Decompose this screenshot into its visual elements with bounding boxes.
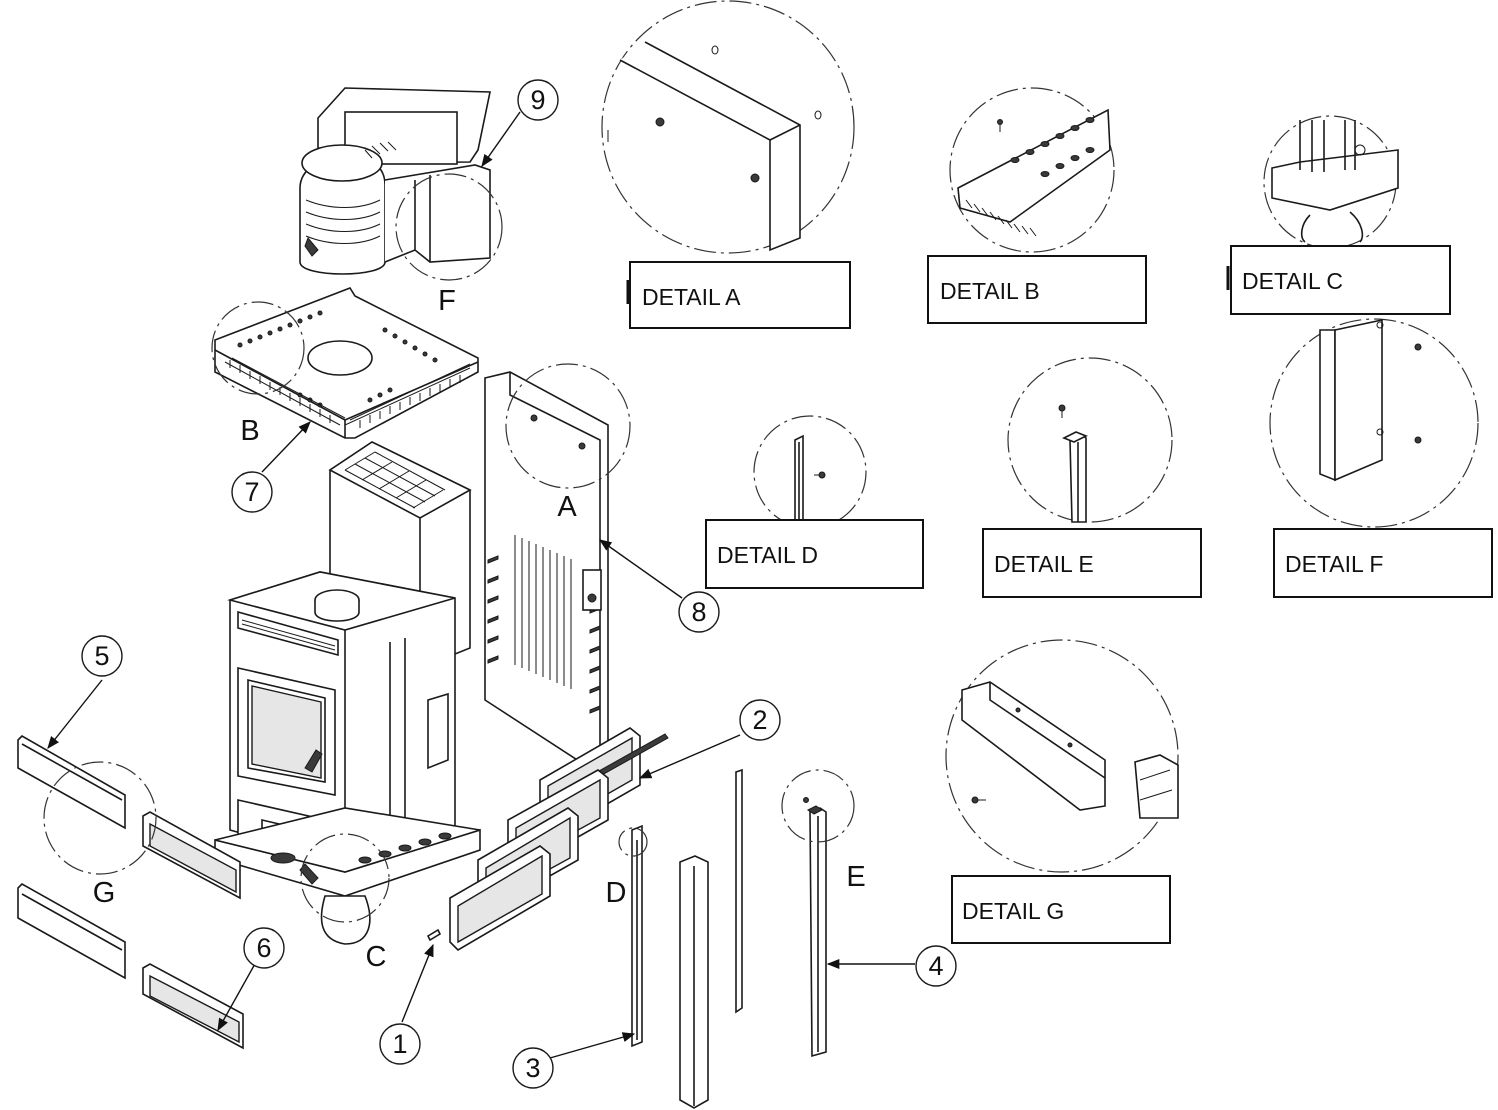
detail-a-label: DETAIL A <box>642 284 741 310</box>
detail-letter-b: B <box>240 415 259 447</box>
detail-letter-e: E <box>846 861 865 893</box>
detail-b-label: DETAIL B <box>940 278 1040 304</box>
callout-5: 5 <box>81 635 123 677</box>
detail-d-view <box>753 415 867 531</box>
callout-6: 6 <box>243 927 285 969</box>
detail-letter-c: C <box>366 941 387 973</box>
detail-a-box: DETAIL A <box>626 261 851 329</box>
detail-e-box: DETAIL E <box>982 528 1202 598</box>
detail-letter-f: F <box>438 285 456 317</box>
callout-leader-lines <box>47 111 915 1059</box>
detail-f-marker-circle <box>395 173 503 281</box>
vertical-posts <box>426 768 827 1109</box>
stove-body <box>214 441 481 945</box>
detail-c-box: DETAIL C <box>1226 245 1451 315</box>
callout-1: 1 <box>379 1023 421 1065</box>
detail-d-label: DETAIL D <box>717 542 818 568</box>
detail-letter-d: D <box>606 877 627 909</box>
detail-g-marker-circle <box>43 761 157 875</box>
perforated-top-plate <box>214 287 479 439</box>
detail-f-box: DETAIL F <box>1273 528 1493 598</box>
callout-3-label: 3 <box>525 1053 540 1083</box>
detail-letter-a: A <box>557 491 577 523</box>
detail-g-view <box>945 639 1179 873</box>
detail-b-view <box>949 87 1115 253</box>
right-trim-panels <box>449 727 669 952</box>
top-cover-assembly <box>299 87 491 275</box>
detail-a-view <box>601 0 855 254</box>
side-louvered-panel <box>484 371 609 766</box>
callout-7-label: 7 <box>244 477 259 507</box>
detail-b-marker-circle <box>211 301 305 395</box>
detail-letter-g: G <box>93 877 116 909</box>
front-trim-rails <box>17 735 244 1050</box>
callout-3: 3 <box>512 1047 554 1089</box>
callout-4: 4 <box>915 945 957 987</box>
detail-d-marker-circle <box>618 827 648 857</box>
callout-1-label: 1 <box>392 1029 407 1059</box>
detail-c-label: DETAIL C <box>1242 268 1343 294</box>
callout-4-label: 4 <box>928 951 943 981</box>
detail-f-label: DETAIL F <box>1285 551 1383 577</box>
detail-d-box: DETAIL D <box>705 519 924 589</box>
callout-9: 9 <box>517 79 559 121</box>
callout-5-label: 5 <box>94 641 109 671</box>
callout-2: 2 <box>739 699 781 741</box>
callout-6-label: 6 <box>256 933 271 963</box>
callout-8: 8 <box>678 591 720 633</box>
detail-a-marker-circle <box>505 363 631 489</box>
detail-e-view <box>1007 357 1173 523</box>
detail-f-view <box>1269 318 1479 528</box>
detail-c-view <box>1263 115 1399 249</box>
callout-9-label: 9 <box>530 85 545 115</box>
callout-2-label: 2 <box>752 705 767 735</box>
detail-e-marker-circle <box>781 769 855 843</box>
detail-g-label: DETAIL G <box>962 898 1064 924</box>
callout-8-label: 8 <box>691 597 706 627</box>
detail-b-box: DETAIL B <box>927 255 1147 324</box>
detail-e-label: DETAIL E <box>994 551 1094 577</box>
detail-g-box: DETAIL G <box>951 875 1171 944</box>
detail-c-marker-circle <box>300 833 390 923</box>
callout-7: 7 <box>231 471 273 513</box>
